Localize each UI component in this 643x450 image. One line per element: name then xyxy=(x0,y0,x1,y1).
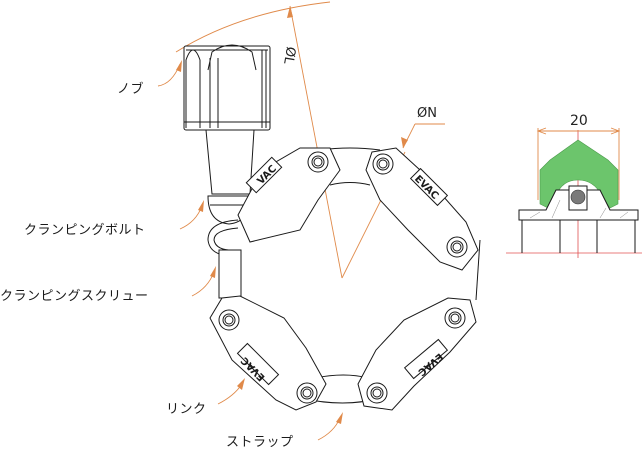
label-clamping-bolt: クランピングボルト xyxy=(24,223,146,238)
link-chain: VAC EVAC EVAC EVAC xyxy=(209,147,481,411)
label-leaders xyxy=(157,60,343,441)
label-link: リンク xyxy=(166,402,207,417)
cross-section xyxy=(506,127,642,258)
clamping-screw xyxy=(207,219,242,299)
label-clamping-screw: クランピングスクリュー xyxy=(0,289,149,304)
label-knob: ノブ xyxy=(117,82,145,97)
dimension-inner-diameter: ØN xyxy=(417,106,437,121)
clamping-bolt xyxy=(205,129,255,225)
dimension-outer-diameter: ØL xyxy=(280,45,298,66)
label-strap: ストラップ xyxy=(226,435,294,450)
inner-diameter-leader xyxy=(401,123,445,149)
dimension-profile-width: 20 xyxy=(570,113,588,129)
knob xyxy=(183,44,271,131)
